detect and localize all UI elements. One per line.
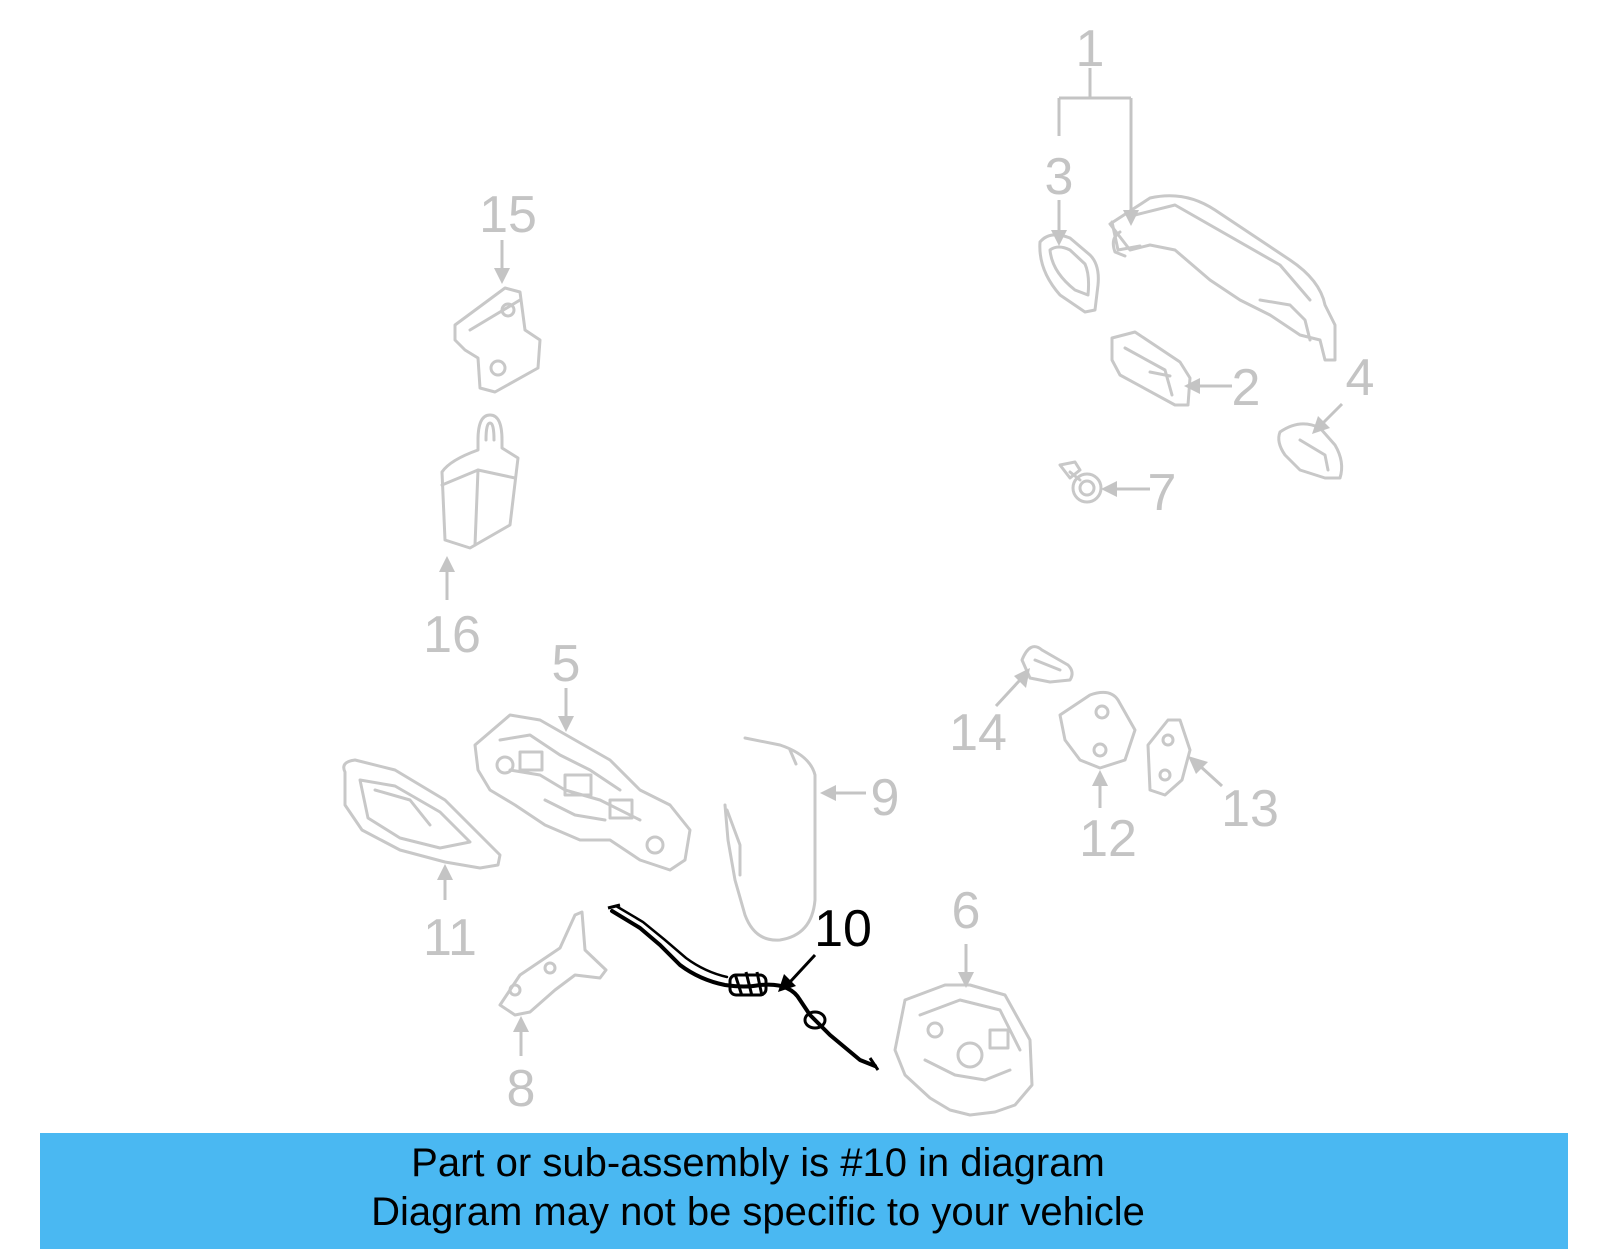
callout-16: 16: [423, 606, 481, 664]
callout-8: 8: [507, 1060, 536, 1118]
part-13-plate: [1146, 718, 1192, 797]
callout-2: 2: [1232, 359, 1261, 417]
callout-6: 6: [952, 882, 981, 940]
part-7-screw: [1058, 460, 1103, 504]
part-8-plate: [498, 910, 608, 1017]
callout-4: 4: [1346, 349, 1375, 407]
part-5-latch-assembly: [473, 713, 692, 872]
banner-disclaimer: Diagram may not be specific to your vehi…: [371, 1190, 1145, 1234]
part-10-cable[interactable]: [607, 903, 880, 1071]
part-4-cap: [1277, 422, 1344, 480]
part-3-gasket: [1038, 233, 1100, 314]
callout-7: 7: [1148, 464, 1177, 522]
callout-14: 14: [949, 704, 1007, 762]
part-9-cable: [723, 736, 817, 942]
part-6-latch: [893, 983, 1034, 1117]
callout-9: 9: [871, 769, 900, 827]
callout-10[interactable]: 10: [814, 900, 872, 958]
banner-part-note: Part or sub-assembly is #10 in diagram: [411, 1141, 1105, 1185]
part-2-insert: [1110, 330, 1192, 407]
part-1-outer-handle: [1108, 194, 1337, 362]
part-14-screw: [1020, 645, 1074, 684]
callout-13: 13: [1221, 780, 1279, 838]
callout-1: 1: [1076, 20, 1105, 78]
callout-3: 3: [1045, 148, 1074, 206]
part-11-inner-handle: [342, 758, 502, 870]
callout-12: 12: [1079, 810, 1137, 868]
part-16-striker: [440, 413, 520, 550]
callout-15: 15: [479, 186, 537, 244]
info-banner: Part or sub-assembly is #10 in diagram D…: [40, 1133, 1568, 1249]
part-12-plate: [1058, 690, 1137, 770]
callout-11: 11: [423, 909, 477, 967]
callout-5: 5: [552, 635, 581, 693]
part-15-bracket: [453, 286, 542, 394]
